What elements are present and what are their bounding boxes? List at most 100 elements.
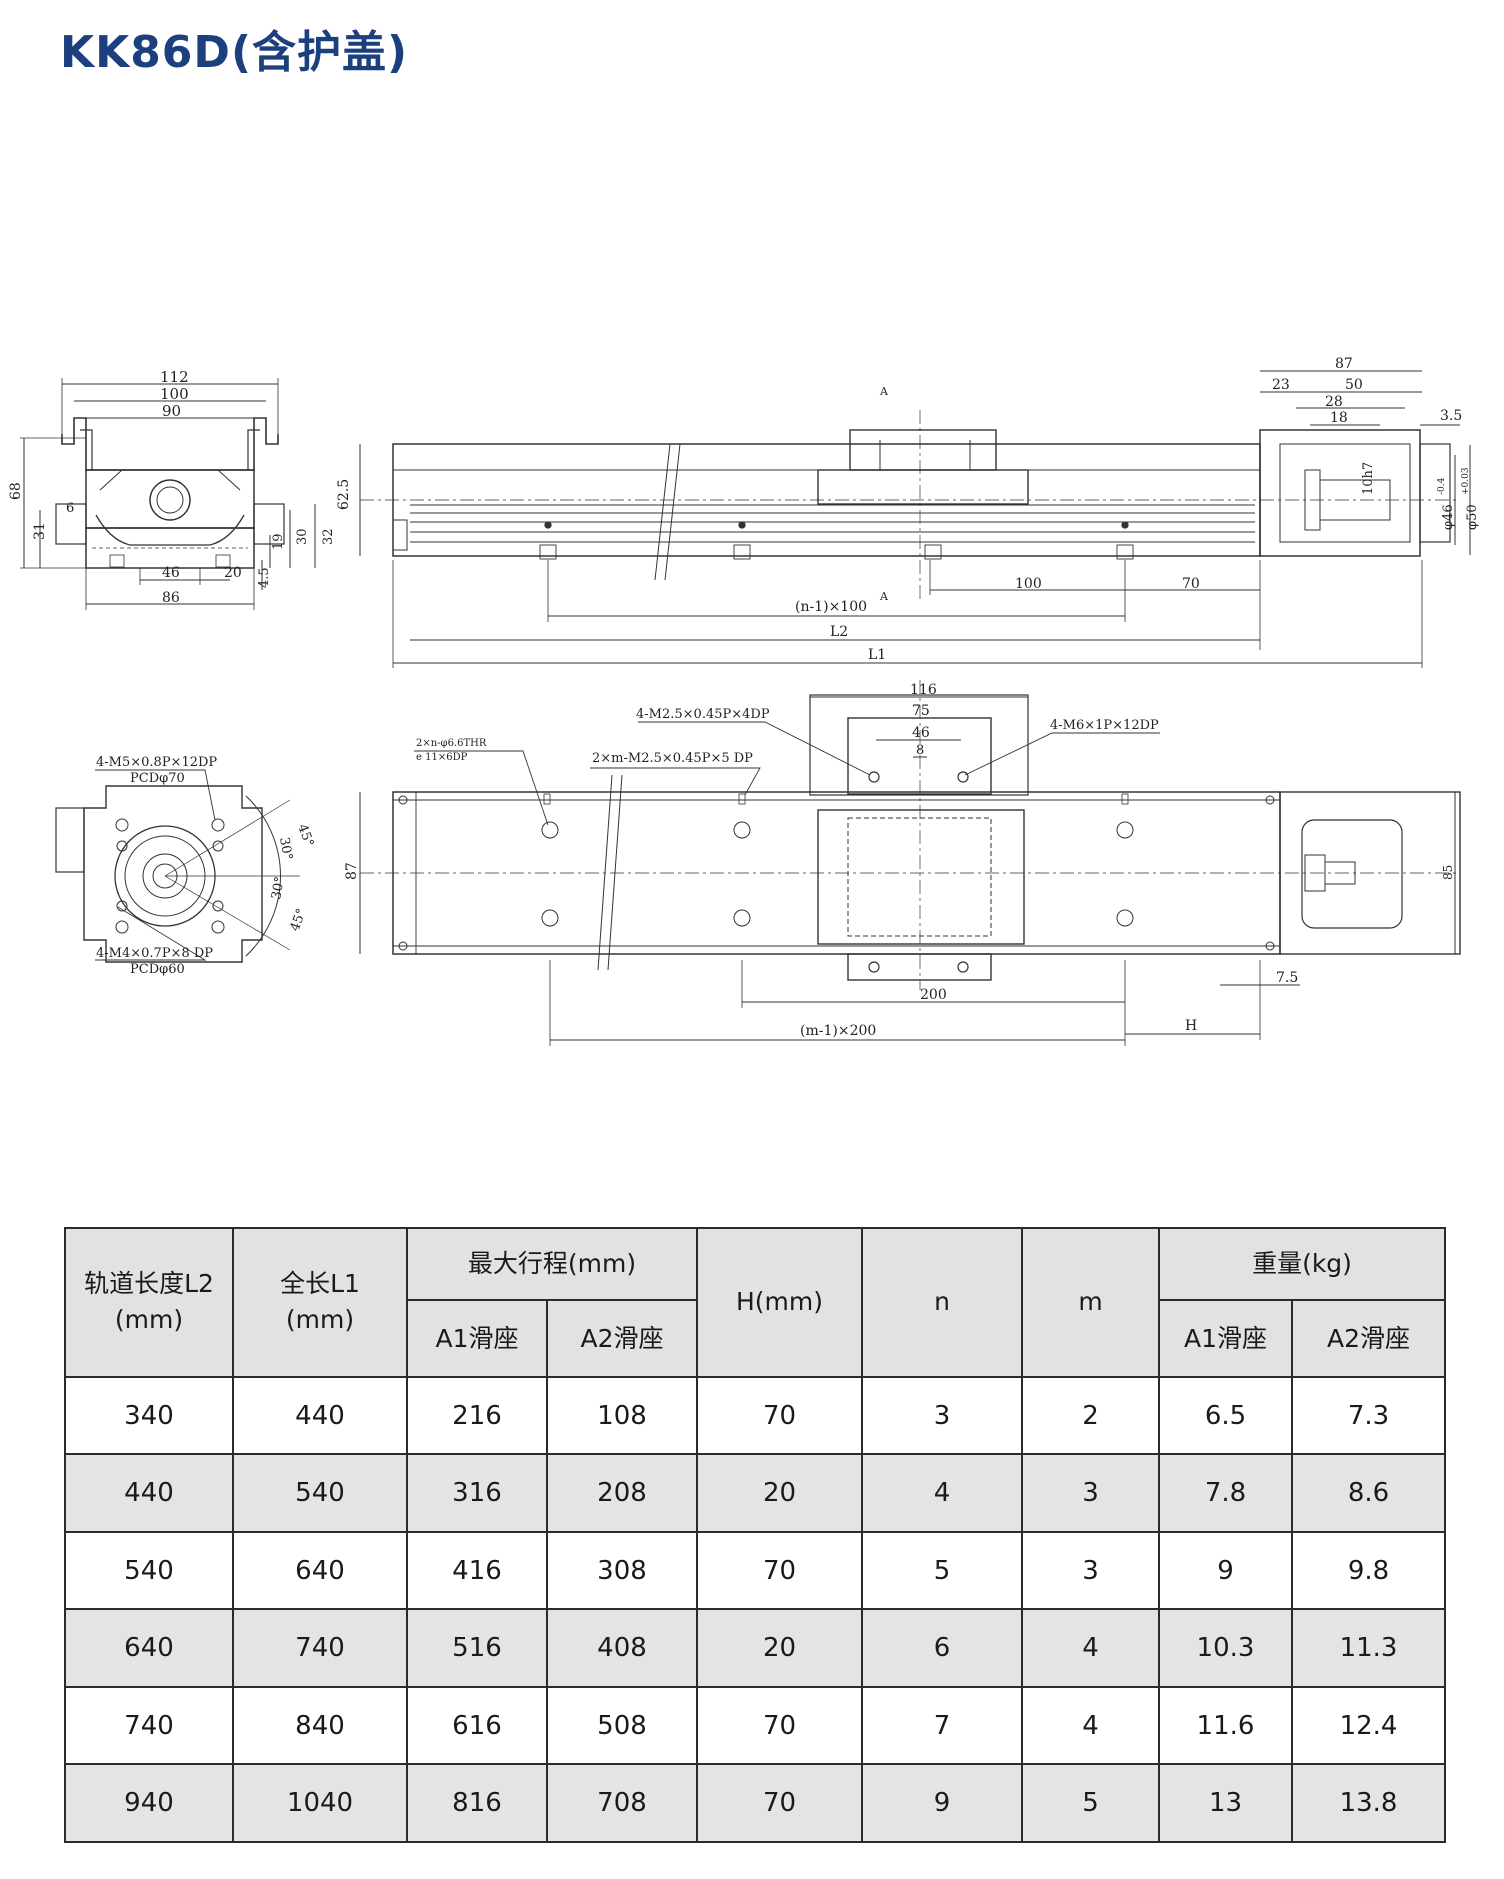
cell-m: 5 [1021,1763,1160,1843]
dim-10h7: 10h7 [1361,462,1376,495]
angle-30-bottom: 30° [269,875,288,900]
cell-stroke-a1: 416 [406,1530,548,1611]
cell-h: 70 [696,1375,863,1456]
dim-90: 90 [162,402,181,420]
dim-70-side: 70 [1182,576,1200,592]
angle-45-bottom: 45° [288,907,310,934]
cell-rail-length: 940 [64,1763,234,1843]
header-stroke-a2: A2滑座 [546,1299,698,1378]
note-m2-5-5dp: 2×m-M2.5×0.45P×5 DP [592,751,753,766]
cell-stroke-a2: 208 [546,1453,698,1533]
cell-total-length: 1040 [232,1763,408,1843]
cell-stroke-a1: 516 [406,1608,548,1688]
top-view: 116 75 46 8 87 85 7.5 200 (m-1)×200 H 4-… [344,680,1461,1046]
dim-28: 28 [1325,394,1343,410]
cell-n: 6 [861,1608,1023,1688]
dim-19: 19 [271,533,286,550]
spec-table: 轨道长度L2 (mm) 全长L1 (mm) 最大行程(mm) H(mm) n m… [64,1226,1447,1843]
dim-46: 46 [162,565,180,581]
header-weight: 重量(kg) [1157,1226,1447,1302]
cell-stroke-a1: 816 [406,1763,548,1843]
cell-weight-a2: 7.3 [1290,1375,1447,1456]
cell-rail-length: 440 [64,1453,234,1533]
dim-32: 32 [321,528,336,545]
cell-rail-length: 640 [64,1608,234,1688]
cell-weight-a2: 13.8 [1290,1763,1447,1843]
cell-weight-a1: 9 [1158,1530,1293,1611]
note-m2-5-4dp: 4-M2.5×0.45P×4DP [636,707,770,722]
dim-100-side: 100 [1015,576,1042,592]
cell-m: 4 [1021,1608,1160,1688]
header-max-stroke: 最大行程(mm) [406,1226,698,1302]
header-m: m [1021,1227,1160,1378]
note-m4: 4-M4×0.7P×8 DP [96,946,213,961]
cell-stroke-a1: 316 [406,1453,548,1533]
cell-stroke-a1: 616 [406,1685,548,1766]
front-section-view: 112 100 90 68 31 6 46 20 86 19 30 32 4.5 [8,368,336,610]
dim-86: 86 [162,590,180,606]
dim-phi50-tol: +0.03 [1461,467,1471,495]
dim-20: 20 [224,565,242,581]
dim-phi46-tol: -0.4 [1437,477,1447,495]
section-a-top: A [879,385,889,398]
header-total-length: 全长L1 (mm) [232,1227,408,1378]
note-thr-2: e 11×6DP [416,752,468,763]
cell-weight-a2: 11.3 [1290,1608,1447,1688]
dim-50: 50 [1345,377,1363,393]
dim-6: 6 [66,501,74,516]
dim-L1: L1 [868,647,886,663]
cell-rail-length: 540 [64,1530,234,1611]
dim-200: 200 [920,987,947,1003]
dim-L2: L2 [830,624,848,640]
dim-3-5: 3.5 [1440,408,1462,424]
section-a-bottom: A [879,590,889,603]
dim-m-pitch: (m-1)×200 [800,1023,876,1039]
page-title: KK86D(含护盖) [60,27,409,78]
dim-phi50: φ50 [1465,504,1480,530]
dim-46-top: 46 [912,725,930,741]
cell-weight-a1: 13 [1158,1763,1293,1843]
cell-m: 3 [1021,1530,1160,1611]
note-pcd70: PCDφ70 [130,771,185,786]
cell-stroke-a2: 708 [546,1763,698,1843]
header-h: H(mm) [696,1227,863,1378]
cell-h: 70 [696,1763,863,1843]
side-view: 62.5 A A 100 70 (n-1)×100 L2 L1 87 23 50… [336,356,1480,668]
dim-H: H [1185,1018,1197,1034]
cell-weight-a2: 12.4 [1290,1685,1447,1766]
dim-phi46: φ46 [1441,504,1456,530]
dim-62-5: 62.5 [336,479,352,510]
dim-75: 75 [912,703,930,719]
cell-stroke-a2: 308 [546,1530,698,1611]
note-m5: 4-M5×0.8P×12DP [96,755,217,770]
dim-87-top: 87 [344,862,360,880]
technical-drawing: 112 100 90 68 31 6 46 20 86 19 30 32 4.5 [8,356,1480,1046]
cell-rail-length: 340 [64,1375,234,1456]
cell-total-length: 540 [232,1453,408,1533]
dim-31: 31 [32,522,48,540]
cell-total-length: 440 [232,1375,408,1456]
note-m6: 4-M6×1P×12DP [1050,718,1159,733]
cell-n: 9 [861,1763,1023,1843]
cell-h: 70 [696,1530,863,1611]
cell-h: 70 [696,1685,863,1766]
note-pcd60: PCDφ60 [130,962,185,977]
dim-8: 8 [916,743,924,758]
note-thr-1: 2×n-φ6.6THR [416,738,487,749]
cell-h: 20 [696,1453,863,1533]
cell-m: 3 [1021,1453,1160,1533]
cell-rail-length: 740 [64,1685,234,1766]
dim-23: 23 [1272,377,1290,393]
cell-total-length: 840 [232,1685,408,1766]
cell-stroke-a1: 216 [406,1375,548,1456]
cell-weight-a1: 7.8 [1158,1453,1293,1533]
angle-30-top: 30° [276,836,295,861]
cell-weight-a2: 8.6 [1290,1453,1447,1533]
cell-n: 7 [861,1685,1023,1766]
dim-112: 112 [160,368,189,386]
dim-18: 18 [1330,410,1348,426]
